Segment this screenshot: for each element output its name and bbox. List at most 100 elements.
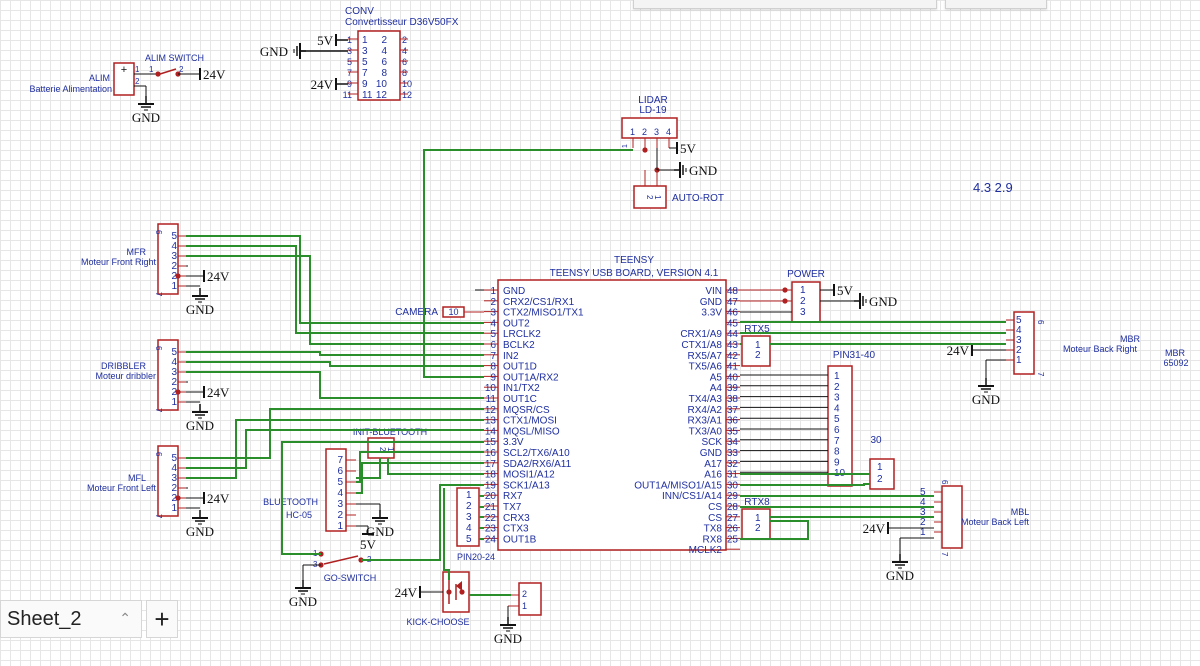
lidar-connector[interactable] bbox=[621, 117, 678, 139]
pin-number: 7 bbox=[337, 455, 343, 466]
net-label-v24: 24V bbox=[863, 521, 886, 536]
pin-number: 3 bbox=[490, 308, 496, 319]
pin-number: 3 bbox=[171, 473, 177, 484]
pin-name: RX4/A2 bbox=[688, 405, 723, 416]
pin-name: 10 bbox=[376, 79, 388, 90]
auto-rot-switch[interactable] bbox=[633, 185, 667, 209]
pin-name: CTX3 bbox=[503, 524, 529, 535]
mbr-connector[interactable] bbox=[1013, 311, 1035, 375]
pin-number: 5 bbox=[466, 534, 472, 545]
net-label-gnd: GND bbox=[689, 163, 717, 178]
conv-converter[interactable] bbox=[357, 30, 401, 101]
pin-number: 29 bbox=[727, 491, 739, 502]
net-label-gnd: GND bbox=[494, 631, 522, 646]
pin-name: IN2 bbox=[503, 351, 519, 362]
dribbler-ref: DRIBBLER bbox=[101, 361, 147, 371]
net-label-gnd: GND bbox=[869, 294, 897, 309]
mfl-name: Moteur Front Left bbox=[87, 483, 157, 493]
add-sheet-button[interactable]: + bbox=[146, 600, 178, 638]
pin-number: 5 bbox=[171, 347, 177, 358]
mosfet-arrow bbox=[456, 581, 462, 591]
pin-number: 28 bbox=[727, 502, 739, 513]
pin-number: 5 bbox=[337, 477, 343, 488]
kick-choose-name: KICK-CHOOSE bbox=[406, 617, 469, 627]
pin-number: 9 bbox=[834, 457, 840, 468]
junction-dot bbox=[155, 71, 161, 77]
pin-number: 2 bbox=[920, 517, 926, 528]
pin-number: 42 bbox=[727, 351, 739, 362]
mbr-offpage-name: 65092 bbox=[1163, 358, 1188, 368]
pin-number: 3 bbox=[337, 499, 343, 510]
pin-number: 2 bbox=[642, 127, 647, 137]
mfr-connector[interactable] bbox=[157, 223, 179, 295]
rtx5-name: RTX5 bbox=[744, 324, 770, 335]
pin-name: 4 bbox=[381, 46, 387, 57]
pin-number: 2 bbox=[522, 589, 527, 599]
pin31-40-header[interactable] bbox=[827, 365, 853, 487]
power-connector[interactable] bbox=[791, 281, 821, 323]
wire-dribbler-pwm bbox=[186, 351, 484, 356]
junction-dot bbox=[175, 273, 181, 279]
pin-name: A17 bbox=[704, 459, 722, 470]
pin-name: 8 bbox=[381, 68, 387, 79]
pin-name: TX3/A0 bbox=[689, 426, 723, 437]
pin-number: 5 bbox=[1016, 315, 1022, 326]
sheet-tab[interactable]: Sheet_2 ⌃ bbox=[0, 600, 142, 638]
pin-name: GND bbox=[503, 286, 525, 297]
pin30-connector[interactable] bbox=[869, 458, 895, 490]
pin-number: 1 bbox=[149, 65, 154, 74]
wire-dribbler-in1 bbox=[186, 361, 484, 367]
teensy-board[interactable] bbox=[497, 279, 727, 551]
wire-mfl-in2 bbox=[186, 419, 484, 479]
pin-number: 14 bbox=[485, 426, 497, 437]
pin-name: SCL2/TX6/A10 bbox=[503, 448, 570, 459]
toolbar-tab-right[interactable] bbox=[945, 0, 1047, 9]
net-label-gnd: GND bbox=[260, 44, 288, 59]
pin-number: 16 bbox=[485, 448, 497, 459]
pin-name: MQSR/CS bbox=[503, 405, 550, 416]
junction-dot bbox=[446, 589, 452, 595]
pin-number: 1 bbox=[386, 447, 395, 452]
pin-number: 8 bbox=[490, 362, 496, 373]
net-label-v5: 5V bbox=[360, 537, 377, 552]
power-name: POWER bbox=[787, 269, 825, 280]
toolbar-tab-left[interactable] bbox=[633, 0, 937, 9]
pin-name: RX7 bbox=[503, 491, 523, 502]
pin-number: 5 bbox=[171, 453, 177, 464]
pin-number: 1 bbox=[755, 513, 761, 524]
pin-number: 24 bbox=[485, 534, 497, 545]
pin-number: 45 bbox=[727, 318, 739, 329]
pin-name: RX8 bbox=[703, 534, 723, 545]
chevron-up-icon[interactable]: ⌃ bbox=[119, 610, 131, 626]
net-label-gnd: GND bbox=[972, 392, 1000, 407]
pin-number: 7 bbox=[154, 292, 163, 297]
pin-number: 4 bbox=[466, 523, 472, 534]
pin-number: 2 bbox=[834, 382, 840, 393]
pin-name: TX8 bbox=[704, 524, 723, 535]
pin-number: 15 bbox=[485, 437, 497, 448]
junction-dot bbox=[642, 147, 648, 153]
pin-number: 18 bbox=[485, 470, 497, 481]
rtx8-connector[interactable] bbox=[741, 508, 771, 540]
pin-number: 1 bbox=[337, 521, 343, 532]
pin-name: 12 bbox=[376, 90, 388, 101]
mbl-connector[interactable] bbox=[941, 485, 963, 549]
dribbler-connector[interactable] bbox=[157, 339, 179, 411]
pin-name: 7 bbox=[362, 68, 368, 79]
alim-switch-name: ALIM SWITCH bbox=[145, 53, 204, 63]
rtx5-connector[interactable] bbox=[741, 335, 771, 367]
pin-number: 2 bbox=[800, 296, 806, 307]
alim-battery[interactable] bbox=[113, 62, 135, 96]
bluetooth-module[interactable] bbox=[325, 448, 347, 532]
net-label-v24: 24V bbox=[207, 491, 230, 506]
kick-connector[interactable] bbox=[518, 582, 542, 616]
pin-number: 1 bbox=[347, 35, 352, 45]
pin-name: OUT1B bbox=[503, 534, 537, 545]
wire-bt-init2 bbox=[387, 458, 484, 475]
go-switch-lever bbox=[323, 555, 359, 565]
pin-number: 1 bbox=[171, 281, 177, 292]
pin-number: 36 bbox=[727, 416, 739, 427]
mfl-ref: MFL bbox=[128, 473, 146, 483]
mfl-connector[interactable] bbox=[157, 445, 179, 517]
